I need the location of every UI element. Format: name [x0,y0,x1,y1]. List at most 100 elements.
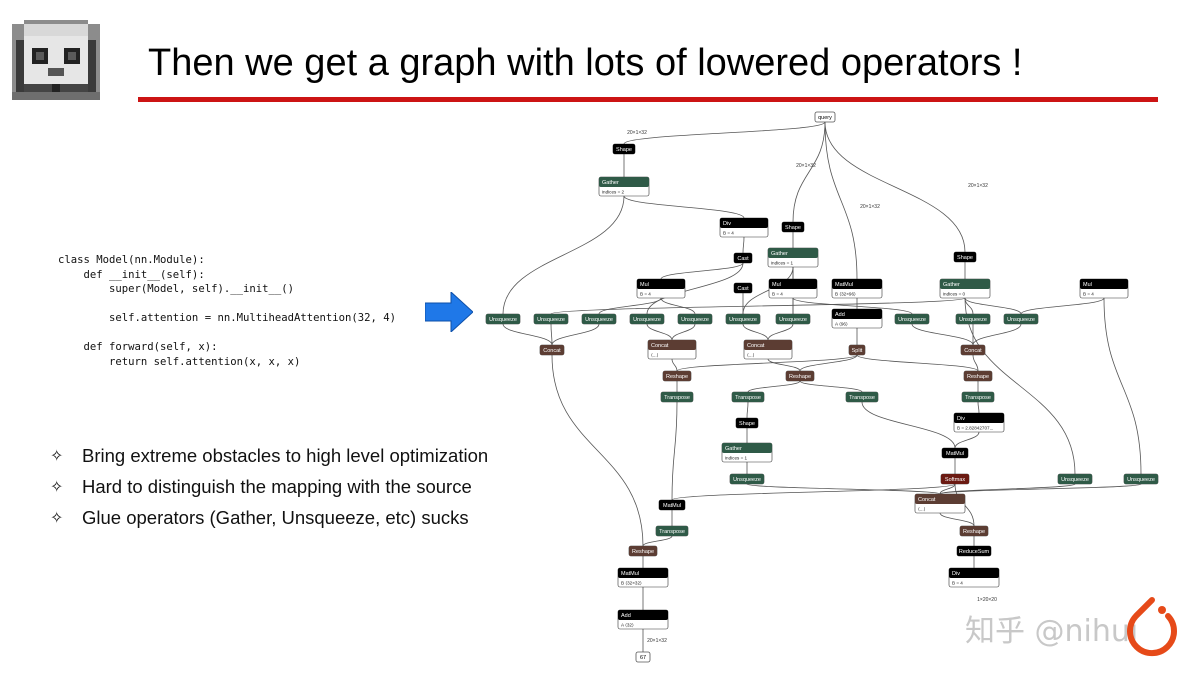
node-label: Unsqueeze [585,317,613,323]
graph-node-reducesum: ReduceSum [956,545,992,557]
graph-edge [642,535,673,547]
graph-edge [671,401,678,501]
node-label: Concat [747,343,765,349]
graph-node-transpose3: Transpose [845,391,879,403]
graph-edge [676,354,858,372]
node-label: Split [852,348,863,354]
graph-edge [767,323,794,341]
graph-node-shape1: Shape [612,143,636,155]
node-attribute: B ⟨32×32⟩ [621,581,642,586]
edge-shape-label: 20×1×32 [860,204,880,210]
graph-node-u10: Unsqueeze [1003,313,1039,325]
code-line: def forward(self, x): [58,341,218,353]
node-attribute: ⟨...⟩ [747,353,755,358]
graph-node-u3: Unsqueeze [581,313,617,325]
graph-node-mul3: Mul B = 4 [1079,278,1129,299]
node-label: Add [835,312,845,318]
bullet-list: ✧ Bring extreme obstacles to high level … [50,440,488,533]
graph-edge [646,323,673,341]
graph-edge [742,266,794,315]
node-label: Reshape [967,374,989,380]
code-line: self.attention = nn.MultiheadAttention(3… [58,312,397,324]
graph-node-transpose2: Transpose [731,391,765,403]
edge-shape-label: 20×1×32 [968,183,988,189]
graph-node-shape3: Shape [953,251,977,263]
node-label: Unsqueeze [959,317,987,323]
node-label: Div [952,571,960,577]
graph-node-u6: Unsqueeze [725,313,761,325]
node-label: Shape [616,147,632,153]
bullet-item: ✧ Glue operators (Gather, Unsqueeze, etc… [50,502,488,533]
graph-node-reshape1: Reshape [662,370,692,382]
graph-node-gather2: Gather indices = 1 [767,247,819,268]
graph-node-shape2: Shape [781,221,805,233]
node-attribute: indices = 2 [602,190,625,195]
node-label: Unsqueeze [537,317,565,323]
node-attribute: A ⟨96⟩ [835,322,848,327]
graph-node-reshape2: Reshape [785,370,815,382]
node-attribute: B ⟨32×96⟩ [835,292,856,297]
node-attribute: B = 4 [723,231,734,236]
graph-node-cast1: Cast [733,252,753,264]
node-label: Gather [771,251,788,257]
node-label: Unsqueeze [681,317,709,323]
code-line: class Model(nn.Module): [58,254,205,266]
node-label: Reshape [632,549,654,555]
node-label: query [818,115,832,121]
node-label: Unsqueeze [1061,477,1089,483]
node-label: Transpose [849,395,875,401]
right-arrow-icon [425,292,473,332]
node-attribute: ⟨...⟩ [918,507,926,512]
node-label: Div [723,221,731,227]
graph-edge [939,483,956,495]
node-label: Shape [957,255,973,261]
graph-edge [660,262,744,280]
graph-edge [954,431,980,449]
graph-node-div1: Div B = 4 [719,217,769,238]
graph-edge [972,354,979,372]
node-label: Unsqueeze [733,477,761,483]
node-attribute: indices = 1 [771,261,794,266]
node-label: Mul [1083,282,1092,288]
node-attribute: ⟨...⟩ [651,353,659,358]
diamond-star-icon: ✧ [50,477,64,496]
code-line: super(Model, self).__init__() [58,283,294,295]
graph-edge [799,354,858,372]
slide-title: Then we get a graph with lots of lowered… [148,42,1023,84]
graph-node-u1: Unsqueeze [485,313,521,325]
node-label: Unsqueeze [729,317,757,323]
title-underline [138,97,1158,102]
graph-edge [799,380,863,393]
node-attribute: B = 2.82842707... [957,426,993,431]
graph-edge [792,121,826,223]
graph-node-shape4: Shape [735,417,759,429]
bullet-text: Hard to distinguish the mapping with the… [82,475,472,497]
node-attribute: B = 4 [1083,292,1094,297]
node-label: 67 [640,655,646,661]
node-label: Concat [543,348,561,354]
edge-shape-label: 20×1×32 [627,130,647,136]
graph-node-u11: Unsqueeze [729,473,765,485]
graph-node-transpose5: Transpose [655,525,689,537]
node-label: MatMul [946,451,964,457]
node-label: Transpose [659,529,685,535]
bullet-text: Bring extreme obstacles to high level op… [82,444,489,466]
graph-edge [964,297,1022,315]
node-label: Unsqueeze [489,317,517,323]
edge-shape-label: 1×20×20 [977,597,997,603]
node-label: Gather [725,446,742,452]
graph-edge [767,358,801,372]
node-label: Unsqueeze [1127,477,1155,483]
graph-edge [550,297,966,315]
node-label: Transpose [965,395,991,401]
graph-node-transpose4: Transpose [961,391,995,403]
node-label: Mul [640,282,649,288]
node-label: Softmax [945,477,965,483]
